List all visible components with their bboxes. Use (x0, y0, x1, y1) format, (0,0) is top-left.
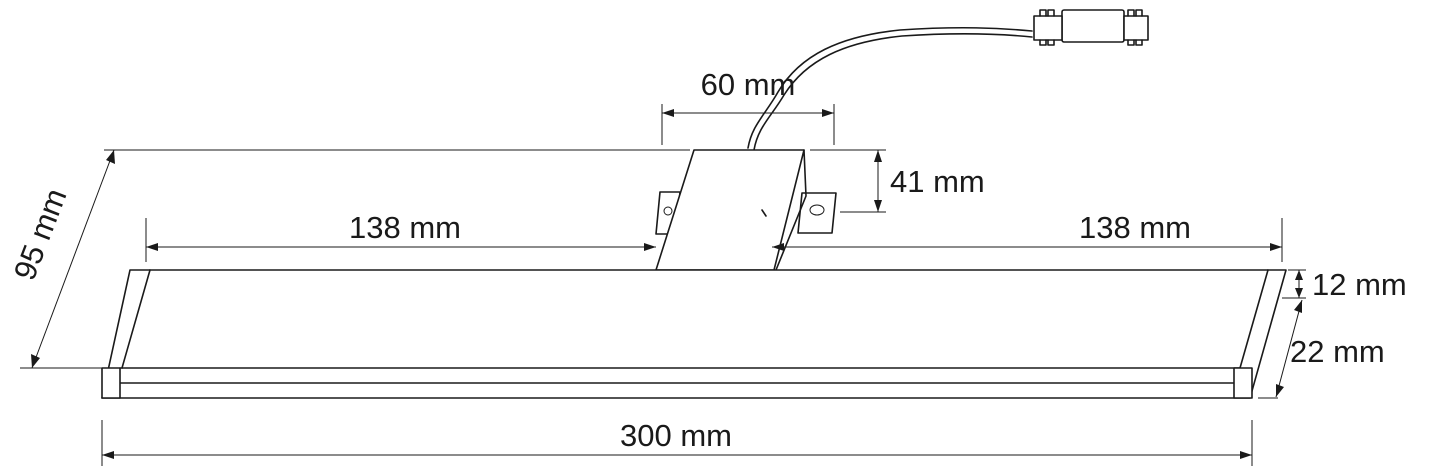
dim-bar-depth (1258, 299, 1303, 399)
dim-total-length-label: 300 mm (620, 418, 732, 453)
dim-right-offset-label: 138 mm (1079, 210, 1191, 245)
dim-right-offset (772, 218, 1283, 262)
dim-total-length (101, 420, 1253, 466)
driver-connector (1033, 9, 1149, 46)
dim-bracket-height-label: 41 mm (890, 164, 985, 199)
mounting-bracket (655, 149, 837, 271)
power-cable (747, 26, 1033, 151)
dim-left-offset-label: 138 mm (349, 210, 461, 245)
dim-bracket-height (810, 149, 886, 213)
dim-bar-depth-label: 22 mm (1290, 334, 1385, 369)
dim-total-height (20, 149, 690, 369)
dim-bracket-width (661, 104, 835, 145)
dim-left-offset (145, 218, 656, 262)
light-bar (101, 269, 1287, 399)
dim-total-height-label: 95 mm (7, 184, 74, 285)
dim-bar-thickness (1282, 269, 1306, 299)
dim-bracket-width-label: 60 mm (701, 67, 796, 102)
dim-bar-thickness-label: 12 mm (1312, 267, 1407, 302)
